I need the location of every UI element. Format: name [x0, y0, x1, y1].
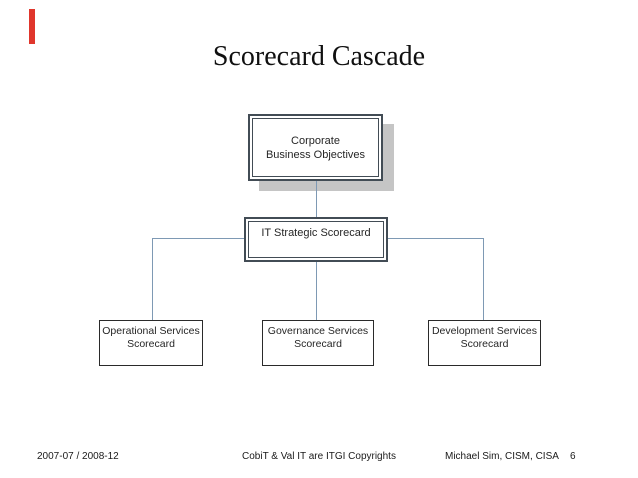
- development-label-line1: Development Services: [431, 325, 538, 337]
- footer-copyright: CobiT & Val IT are ITGI Copyrights: [242, 451, 396, 462]
- connector-down-to-operational: [151, 237, 153, 321]
- node-operational-services-scorecard: Operational Services Scorecard: [99, 320, 203, 366]
- connector-corporate-to-it: [315, 180, 317, 218]
- corporate-label-line1: Corporate: [291, 134, 340, 147]
- governance-label-line1: Governance Services: [267, 325, 369, 337]
- operational-label-line2: Scorecard: [127, 338, 175, 350]
- connector-down-to-governance: [315, 261, 317, 320]
- slide-title: Scorecard Cascade: [212, 41, 426, 72]
- footer-author: Michael Sim, CISM, CISA: [445, 451, 559, 462]
- connector-it-left-horizontal: [152, 237, 244, 239]
- footer-date-range: 2007-07 / 2008-12: [37, 451, 119, 462]
- node-it-strategic-scorecard: IT Strategic Scorecard: [244, 217, 388, 262]
- connector-down-to-development: [482, 237, 484, 321]
- governance-label-line2: Scorecard: [294, 338, 342, 350]
- operational-label-line1: Operational Services: [102, 325, 200, 337]
- node-corporate-business-objectives: Corporate Business Objectives: [248, 114, 383, 181]
- red-accent-bar: [29, 9, 35, 44]
- corporate-label-line2: Business Objectives: [265, 148, 366, 161]
- node-governance-services-scorecard: Governance Services Scorecard: [262, 320, 374, 366]
- node-corporate-label: Corporate Business Objectives: [252, 118, 379, 177]
- node-development-services-scorecard: Development Services Scorecard: [428, 320, 541, 366]
- node-it-label: IT Strategic Scorecard: [248, 221, 384, 258]
- connector-it-right-horizontal: [387, 237, 483, 239]
- development-label-line2: Scorecard: [460, 338, 509, 350]
- footer-page-number: 6: [570, 451, 576, 462]
